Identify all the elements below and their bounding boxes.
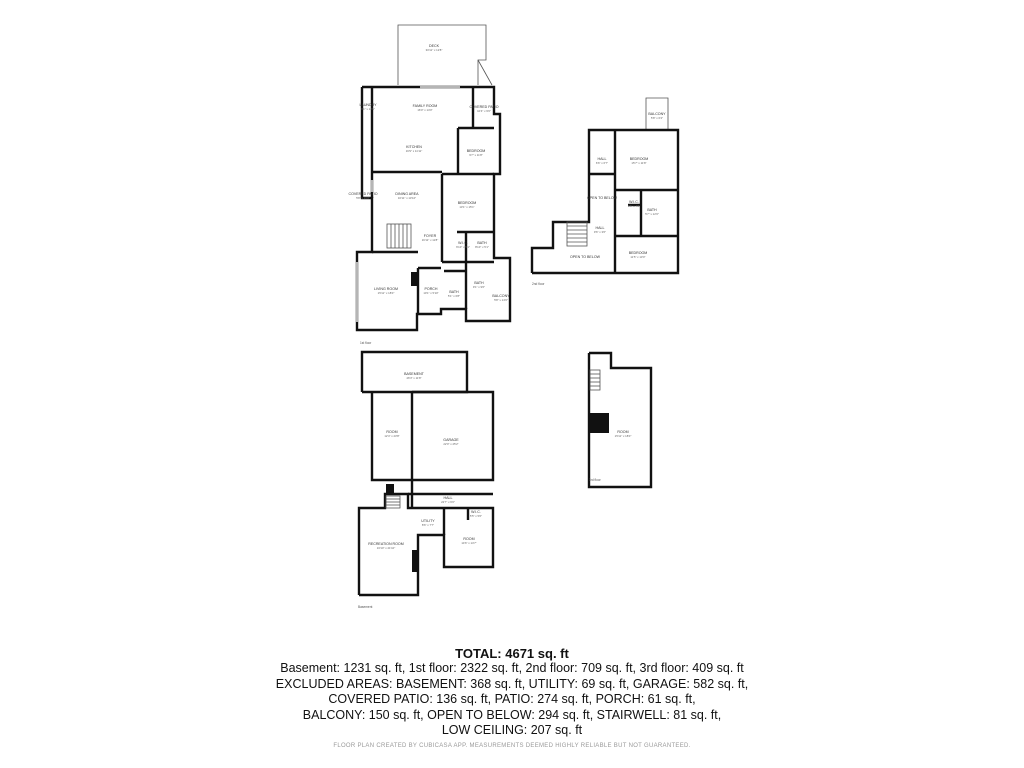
svg-text:DECK: DECK [429,44,440,48]
svg-text:10'1" x 5'10": 10'1" x 5'10" [423,291,438,295]
svg-text:BATH: BATH [449,290,459,294]
svg-text:HALL: HALL [596,226,605,230]
svg-text:RECREATION ROOM: RECREATION ROOM [368,542,403,546]
svg-text:15'7" x 11'8": 15'7" x 11'8" [631,161,646,165]
excluded-areas-line-3: BALCONY: 150 sq. ft, OPEN TO BELOW: 294 … [302,707,722,722]
svg-text:5'5" x 5'6": 5'5" x 5'6" [470,514,482,518]
svg-text:12'4" x 23'8": 12'4" x 23'8" [384,434,399,438]
svg-text:8'6" x 7'8": 8'6" x 7'8" [628,204,640,208]
basement-label: Basement [358,605,372,609]
svg-text:BATH: BATH [647,208,657,212]
svg-text:9'7" x 11'8": 9'7" x 11'8" [469,153,483,157]
svg-text:15'11" x 18'0": 15'11" x 18'0" [615,434,632,438]
svg-text:BEDROOM: BEDROOM [629,251,648,255]
svg-text:15'11" x 18'0": 15'11" x 18'0" [378,291,395,295]
svg-text:OPEN TO BELOW: OPEN TO BELOW [570,255,601,259]
svg-text:W.I.C.: W.I.C. [458,241,468,245]
svg-text:PORCH: PORCH [425,287,438,291]
svg-text:OPEN TO BELOW: OPEN TO BELOW [587,196,618,200]
svg-text:11'5" x 13'0": 11'5" x 13'0" [630,255,645,259]
svg-text:COVERED PATIO: COVERED PATIO [348,192,377,196]
floor-areas: Basement: 1231 sq. ft, 1st floor: 2322 s… [280,661,744,675]
svg-text:BEDROOM: BEDROOM [630,157,649,161]
svg-text:LIVING ROOM: LIVING ROOM [374,287,398,291]
svg-text:5'8" x 16'8": 5'8" x 16'8" [356,196,370,200]
svg-text:22'7" x 6'0": 22'7" x 6'0" [441,500,455,504]
svg-text:BATH: BATH [477,241,487,245]
svg-text:16'10" x 21'10": 16'10" x 21'10" [377,546,395,550]
svg-text:16'11" x 11'8": 16'11" x 11'8" [422,238,438,242]
svg-text:BALCONY: BALCONY [648,112,666,116]
svg-text:16'11" x 13'10": 16'11" x 13'10" [398,196,416,200]
excluded-areas-line-2: COVERED PATIO: 136 sq. ft, PATIO: 274 sq… [328,692,696,706]
svg-text:8'6" x 7'7": 8'6" x 7'7" [422,523,434,527]
svg-text:DINING AREA: DINING AREA [395,192,419,196]
svg-text:HALL: HALL [598,157,607,161]
second-floor-label: 2nd floor [532,282,545,286]
svg-text:COVERED PATIO: COVERED PATIO [469,105,498,109]
svg-text:6'6" x 6'7": 6'6" x 6'7" [596,161,608,165]
svg-text:9'1" x 9'6": 9'1" x 9'6" [473,285,485,289]
svg-text:10'4" x 9'6": 10'4" x 9'6" [477,109,491,113]
svg-text:5'1" x 6'8": 5'1" x 6'8" [448,294,460,298]
svg-text:ROOM: ROOM [386,430,397,434]
svg-text:BALCONY: BALCONY [492,294,510,298]
svg-text:HALL: HALL [444,496,453,500]
svg-text:16'9" x 11'11": 16'9" x 11'11" [406,149,422,153]
svg-text:LAUNDRY: LAUNDRY [359,103,377,107]
svg-text:FAMILY ROOM: FAMILY ROOM [413,104,438,108]
svg-text:BEDROOM: BEDROOM [458,201,477,205]
svg-text:9'1" x 12'6": 9'1" x 12'6" [361,107,375,111]
svg-text:46'3" x 11'8": 46'3" x 11'8" [406,376,421,380]
third-floor-label: 3rd floor [589,478,602,482]
total-area: TOTAL: 4671 sq. ft [455,646,569,661]
svg-text:FOYER: FOYER [424,234,437,238]
svg-text:22'0" x 25'2": 22'0" x 25'2" [443,442,458,446]
svg-text:5'8" x 14'6": 5'8" x 14'6" [494,298,508,302]
svg-text:9'6" x 3'6": 9'6" x 3'6" [594,230,606,234]
svg-text:W.I.C.: W.I.C. [471,510,481,514]
svg-text:13'1" x 15'1": 13'1" x 15'1" [459,205,474,209]
svg-text:ROOM: ROOM [617,430,628,434]
svg-text:5'8" x 6'4": 5'8" x 6'4" [651,116,663,120]
excluded-areas-line-1: EXCLUDED AREAS: BASEMENT: 368 sq. ft, UT… [275,676,749,691]
svg-text:ROOM: ROOM [463,537,474,541]
disclaimer-footer: FLOOR PLAN CREATED BY CUBICASA APP. MEAS… [333,743,691,749]
svg-text:UTILITY: UTILITY [421,519,435,523]
excluded-areas-line-4: LOW CEILING: 207 sq. ft [441,723,583,737]
first-floor-label: 1st floor [360,341,372,345]
svg-text:5'7" x 12'0": 5'7" x 12'0" [645,212,659,216]
svg-text:14'6" x 14'7": 14'6" x 14'7" [461,541,476,545]
svg-text:BATH: BATH [474,281,484,285]
svg-text:30'11" x 12'8": 30'11" x 12'8" [426,48,443,52]
svg-text:W.I.C.: W.I.C. [629,200,639,204]
svg-text:KITCHEN: KITCHEN [406,145,422,149]
svg-text:GARAGE: GARAGE [443,438,459,442]
svg-text:BASEMENT: BASEMENT [404,372,425,376]
svg-text:8'10" x 5'1": 8'10" x 5'1" [475,245,489,249]
svg-text:BEDROOM: BEDROOM [467,149,486,153]
svg-text:16'0" x 14'0": 16'0" x 14'0" [417,108,432,112]
svg-text:6'10" x 5'1": 6'10" x 5'1" [456,245,470,249]
